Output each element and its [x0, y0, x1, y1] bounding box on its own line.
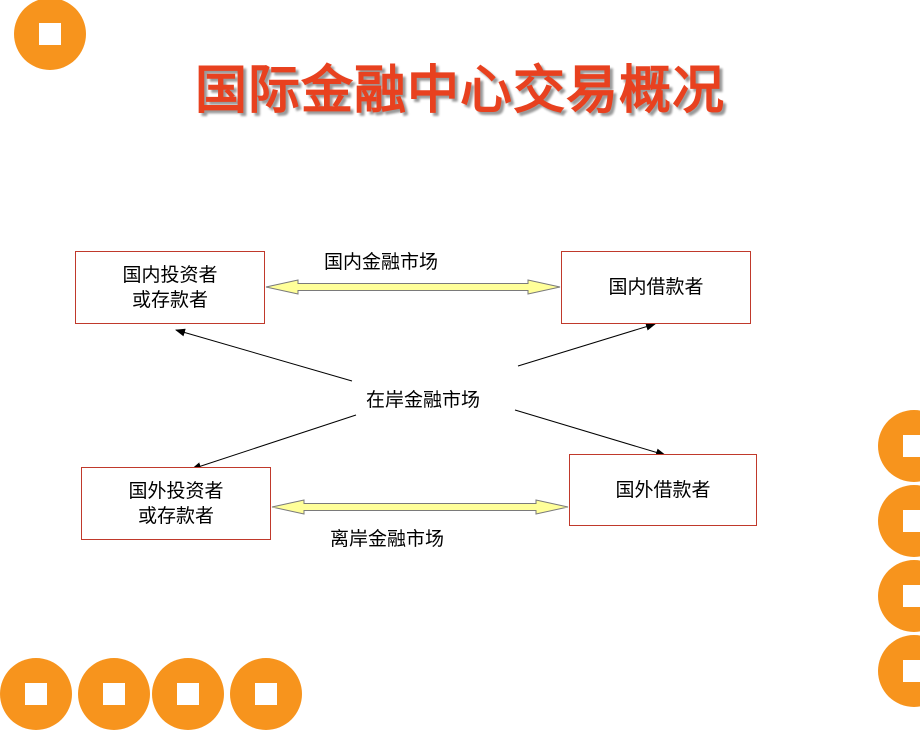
label-domestic-market: 国内金融市场 — [324, 251, 439, 273]
box-domestic-investor-line2: 或存款者 — [131, 288, 208, 311]
box-domestic-investor: 国内投资者 或存款者 — [75, 251, 265, 324]
box-foreign-investor-line1: 国外投资者 — [128, 479, 224, 502]
box-foreign-investor: 国外投资者 或存款者 — [81, 467, 271, 540]
box-foreign-borrower-line1: 国外借款者 — [615, 478, 711, 501]
diagram-connectors — [175, 279, 666, 515]
offshore-market-double-arrow — [271, 499, 569, 515]
box-domestic-borrower: 国内借款者 — [561, 251, 751, 324]
arrow-to-foreign-investor — [191, 414, 357, 470]
page-title: 国际金融中心交易概况 — [194, 61, 725, 121]
label-onshore-market: 在岸金融市场 — [366, 389, 481, 411]
domestic-market-double-arrow — [265, 279, 561, 295]
label-offshore-market: 离岸金融市场 — [330, 528, 445, 550]
coin-decoration-top-left — [14, 0, 86, 70]
box-foreign-borrower: 国外借款者 — [569, 454, 757, 526]
box-foreign-investor-line2: 或存款者 — [137, 504, 214, 527]
arrow-to-domestic-investor — [175, 328, 353, 382]
arrow-to-foreign-borrower — [514, 409, 666, 457]
box-domestic-investor-line1: 国内投资者 — [122, 263, 218, 286]
box-domestic-borrower-line1: 国内借款者 — [608, 276, 704, 298]
arrow-to-domestic-borrower — [517, 322, 656, 367]
